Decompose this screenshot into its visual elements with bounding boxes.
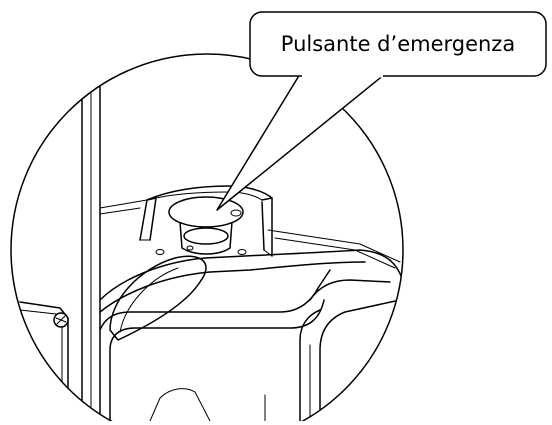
callout-pointer — [216, 73, 386, 211]
callout-label: Pulsante d’emergenza — [280, 32, 516, 56]
detail-view — [19, 59, 403, 422]
callout-box — [249, 11, 547, 77]
magnifier-circle — [10, 53, 404, 425]
